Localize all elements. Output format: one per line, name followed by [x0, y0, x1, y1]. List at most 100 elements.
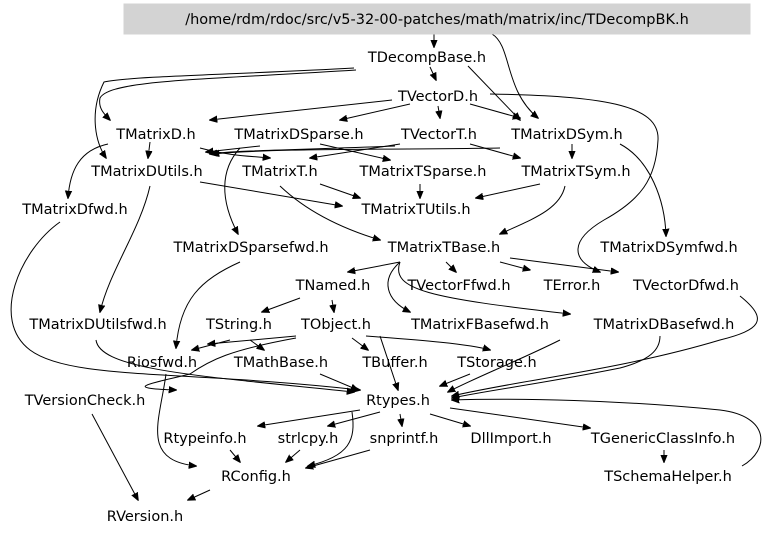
- edge-tmatrixtbase-tvectordfwd: [509, 257, 618, 272]
- edge-strlcpy-rconfig: [286, 449, 301, 462]
- edge-tmatrixtbase-tmatrixfbasefwd: [387, 261, 410, 312]
- node-tvectord[interactable]: TVectorD.h: [397, 89, 478, 105]
- edge-tdecompbase-tmatrixdutils: [94, 67, 355, 158]
- node-snprintf[interactable]: snprintf.h: [370, 431, 439, 447]
- edge-tobject-tversioncheck: [144, 337, 297, 390]
- edge-root-tmatrixdsym: [491, 33, 538, 118]
- edge-riosfwd-rconfig: [157, 373, 196, 466]
- edge-tobject-riosfwd: [208, 335, 297, 344]
- edge-tmatrixd-tmatrixdfwd: [68, 143, 109, 198]
- edge-tmatrixtbase-tvectorffwd: [445, 261, 456, 272]
- nodes: /home/rdm/rdoc/src/v5-32-00-patches/math…: [21, 3, 751, 525]
- node-tmatrixdsym[interactable]: TMatrixDSym.h: [510, 127, 622, 143]
- node-tmatrixtbase[interactable]: TMatrixTBase.h: [387, 240, 500, 256]
- edge-tschemahelper-rtypes: [452, 399, 762, 467]
- node-tmatrixtsparse[interactable]: TMatrixTSparse.h: [359, 164, 487, 180]
- edge-tmatrixdutilsfwd-rtypes: [95, 339, 354, 392]
- edge-tmatrixtsym-tmatrixtutils: [476, 183, 541, 198]
- edge-tmatrixfbasefwd-rtypes: [448, 339, 561, 392]
- edge-tvectord-tvectort: [438, 105, 440, 118]
- edge-tvectord-tmatrixdsparse: [340, 103, 411, 120]
- edges: [10, 33, 762, 500]
- node-tmatrixdbasefwd[interactable]: TMatrixDBasefwd.h: [593, 317, 735, 333]
- edge-tobject-rtypes: [379, 335, 398, 390]
- edge-tdecompbase-tmatrixdsym: [467, 65, 520, 120]
- edge-tstorage-rtypes: [440, 373, 471, 386]
- edge-tmatrixtbase-terror: [499, 261, 530, 270]
- edge-rtypeinfo-rconfig: [229, 449, 240, 462]
- edge-tmatrixd-tmatrixt: [199, 147, 270, 158]
- edge-tmatrixdsparse-tmatrixdsparsefwd: [224, 147, 241, 234]
- node-tvectordfwd[interactable]: TVectorDfwd.h: [632, 278, 739, 294]
- node-tmatrixdsparsefwd[interactable]: TMatrixDSparsefwd.h: [172, 240, 328, 256]
- node-tnamed[interactable]: TNamed.h: [295, 278, 371, 294]
- node-tmatrixtutils[interactable]: TMatrixTUtils.h: [360, 202, 470, 218]
- edge-tnamed-tobject: [332, 299, 334, 312]
- node-tbuffer[interactable]: TBuffer.h: [361, 355, 427, 371]
- node-tmatrixt[interactable]: TMatrixT.h: [241, 164, 317, 180]
- edge-rtypes-strlcpy: [328, 411, 381, 426]
- edge-tmathbase-rtypes: [319, 373, 358, 390]
- edge-rtypes-snprintf: [400, 413, 402, 426]
- edge-rtypes-dllimport: [429, 413, 470, 426]
- node-tmatrixdutilsfwd[interactable]: TMatrixDUtilsfwd.h: [28, 317, 166, 333]
- node-tmatrixdfwd[interactable]: TMatrixDfwd.h: [21, 202, 127, 218]
- edge-tmatrixdsym-tmatrixdsymfwd: [619, 143, 666, 236]
- node-rtypeinfo[interactable]: Rtypeinfo.h: [163, 431, 246, 447]
- edge-tversioncheck-rversion: [91, 413, 138, 500]
- node-tschemahelper[interactable]: TSchemaHelper.h: [603, 469, 732, 485]
- edge-tmatrixt-tmatrixtutils: [319, 183, 360, 198]
- edge-tdecompbase-tmatrixd: [99, 69, 357, 120]
- node-riosfwd[interactable]: Riosfwd.h: [127, 355, 197, 371]
- edge-tvectordfwd-rtypes: [452, 295, 758, 396]
- edge-tvectord-tvectordfwd: [489, 93, 659, 272]
- edge-tstring-tmathbase: [249, 339, 264, 350]
- root-node-box: [123, 3, 751, 35]
- node-tmatrixdsymfwd[interactable]: TMatrixDSymfwd.h: [599, 240, 737, 256]
- edge-tmatrixdbasefwd-rtypes: [452, 335, 661, 398]
- edge-rconfig-rversion: [188, 489, 211, 500]
- node-tmatrixfbasefwd[interactable]: TMatrixFBasefwd.h: [410, 317, 549, 333]
- node-rversion[interactable]: RVersion.h: [107, 509, 183, 525]
- node-strlcpy[interactable]: strlcpy.h: [278, 431, 339, 447]
- edge-tstring-riosfwd: [192, 339, 231, 350]
- node-tmathbase[interactable]: TMathBase.h: [233, 355, 328, 371]
- node-tversioncheck[interactable]: TVersionCheck.h: [24, 393, 146, 409]
- node-tmatrixtsym[interactable]: TMatrixTSym.h: [520, 164, 630, 180]
- edge-tvectord-tmatrixd: [210, 99, 393, 120]
- node-tvectort[interactable]: TVectorT.h: [400, 127, 477, 143]
- edge-tmatrixdsym-tmatrixdutils: [212, 147, 501, 154]
- node-tobject[interactable]: TObject.h: [300, 317, 371, 333]
- node-rtypes[interactable]: Rtypes.h: [366, 393, 430, 409]
- edge-tmatrixtbase-tnamed: [348, 261, 401, 272]
- node-tvectorffwd[interactable]: TVectorFfwd.h: [406, 278, 510, 294]
- node-tmatrixdsparse[interactable]: TMatrixDSparse.h: [233, 127, 363, 143]
- edge-tmatrixt-tmatrixtbase: [279, 185, 380, 240]
- edge-tdecompbase-tvectord: [430, 66, 436, 80]
- edge-tobject-tstorage: [365, 335, 490, 350]
- edge-tvectord-tmatrixdsym: [469, 103, 520, 118]
- node-tmatrixdutils[interactable]: TMatrixDUtils.h: [90, 164, 202, 180]
- edge-tmatrixd-tmatrixdutils: [148, 141, 150, 158]
- edge-rtypes-rtypeinfo: [258, 409, 361, 426]
- edge-tobject-tbuffer: [351, 337, 368, 350]
- edge-tmatrixtsym-tmatrixtbase: [500, 185, 566, 234]
- edge-rtypes-tgenericclassinfo: [449, 407, 590, 428]
- edge-tvectort-tmatrixtsym: [469, 143, 520, 158]
- node-root[interactable]: /home/rdm/rdoc/src/v5-32-00-patches/math…: [185, 12, 689, 28]
- node-terror[interactable]: TError.h: [543, 278, 601, 294]
- edge-tmatrixdsparsefwd-riosfwd: [176, 261, 241, 348]
- node-rconfig[interactable]: RConfig.h: [221, 469, 291, 485]
- edge-tnamed-tstring: [262, 297, 301, 312]
- node-dllimport[interactable]: DllImport.h: [470, 431, 551, 447]
- edge-tmatrixdutils-tmatrixdutilsfwd: [100, 185, 151, 312]
- edge-tmatrixdsparse-tmatrixtsparse: [319, 143, 390, 160]
- node-tmatrixd[interactable]: TMatrixD.h: [115, 127, 195, 143]
- node-tgenericclassinfo[interactable]: TGenericClassInfo.h: [590, 431, 735, 447]
- node-tdecompbase[interactable]: TDecompBase.h: [367, 50, 486, 66]
- node-tstorage[interactable]: TStorage.h: [456, 355, 536, 371]
- node-tstring[interactable]: TString.h: [205, 317, 272, 333]
- edge-tmatrixdutils-tmatrixtutils: [199, 181, 342, 206]
- edge-tmatrixtbase-tmatrixdbasefwd: [398, 261, 570, 314]
